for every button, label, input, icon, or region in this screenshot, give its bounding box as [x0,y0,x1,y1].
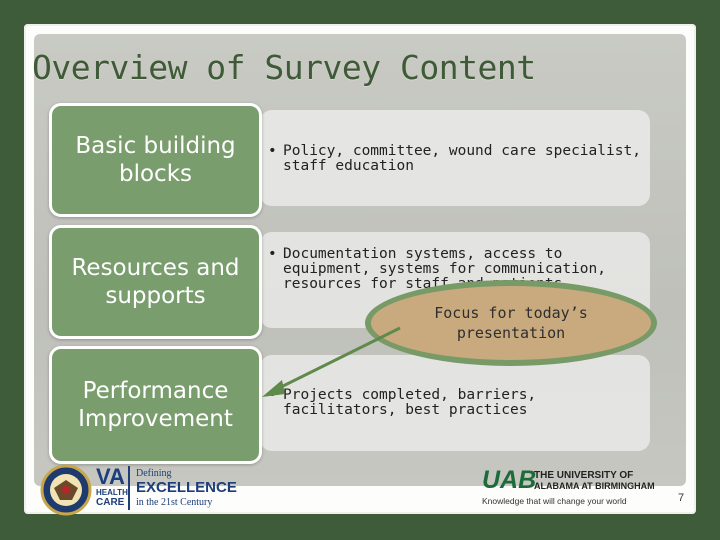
va-health-text: HEALTH [96,488,128,497]
label-line: Performance [82,378,229,404]
va-care-text: CARE [96,497,125,508]
va-divider [128,466,130,510]
va-tagline-bottom: in the 21st Century [136,497,213,508]
va-tagline-main: EXCELLENCE [136,479,237,496]
page-number: 7 [678,492,685,504]
va-seal-icon [40,464,92,516]
row-box-basic [260,110,650,206]
callout-line: Focus for today’s [434,304,588,322]
uab-logo-text: UAB [482,466,537,494]
va-tagline-top: Defining [136,468,172,479]
focus-callout: Focus for today’s presentation [365,280,657,366]
label-performance-improvement: Performance Improvement [49,346,262,464]
uab-motto: Knowledge that will change your world [482,496,627,506]
row-description: Projects completed, barriers, facilitato… [283,387,537,418]
label-line: Improvement [78,406,233,432]
label-line: blocks [118,161,192,187]
uab-line2: ALABAMA AT BIRMINGHAM [534,481,655,491]
va-tagline: Defining EXCELLENCE in the 21st Century [136,468,237,508]
label-line: supports [105,283,206,309]
uab-line1: THE UNIVERSITY OF [534,470,634,481]
row-description: Policy, committee, wound care specialist… [283,143,641,174]
uab-name: THE UNIVERSITY OF ALABAMA AT BIRMINGHAM [534,470,655,492]
callout-line: presentation [456,324,566,342]
va-logo-text: VA [96,464,125,489]
va-wordmark: VA HEALTH CARE [96,464,132,509]
label-line: Basic building [75,133,236,159]
bullet-marker: • [268,246,277,262]
row-text-basic: • Policy, committee, wound care speciali… [268,144,648,174]
row-box-performance [260,355,650,451]
slide-title: Overview of Survey Content [32,48,536,87]
label-line: Resources and [71,255,240,281]
label-basic-building-blocks: Basic building blocks [49,103,262,217]
bullet-marker: • [268,143,277,159]
label-resources-and-supports: Resources and supports [49,225,262,339]
